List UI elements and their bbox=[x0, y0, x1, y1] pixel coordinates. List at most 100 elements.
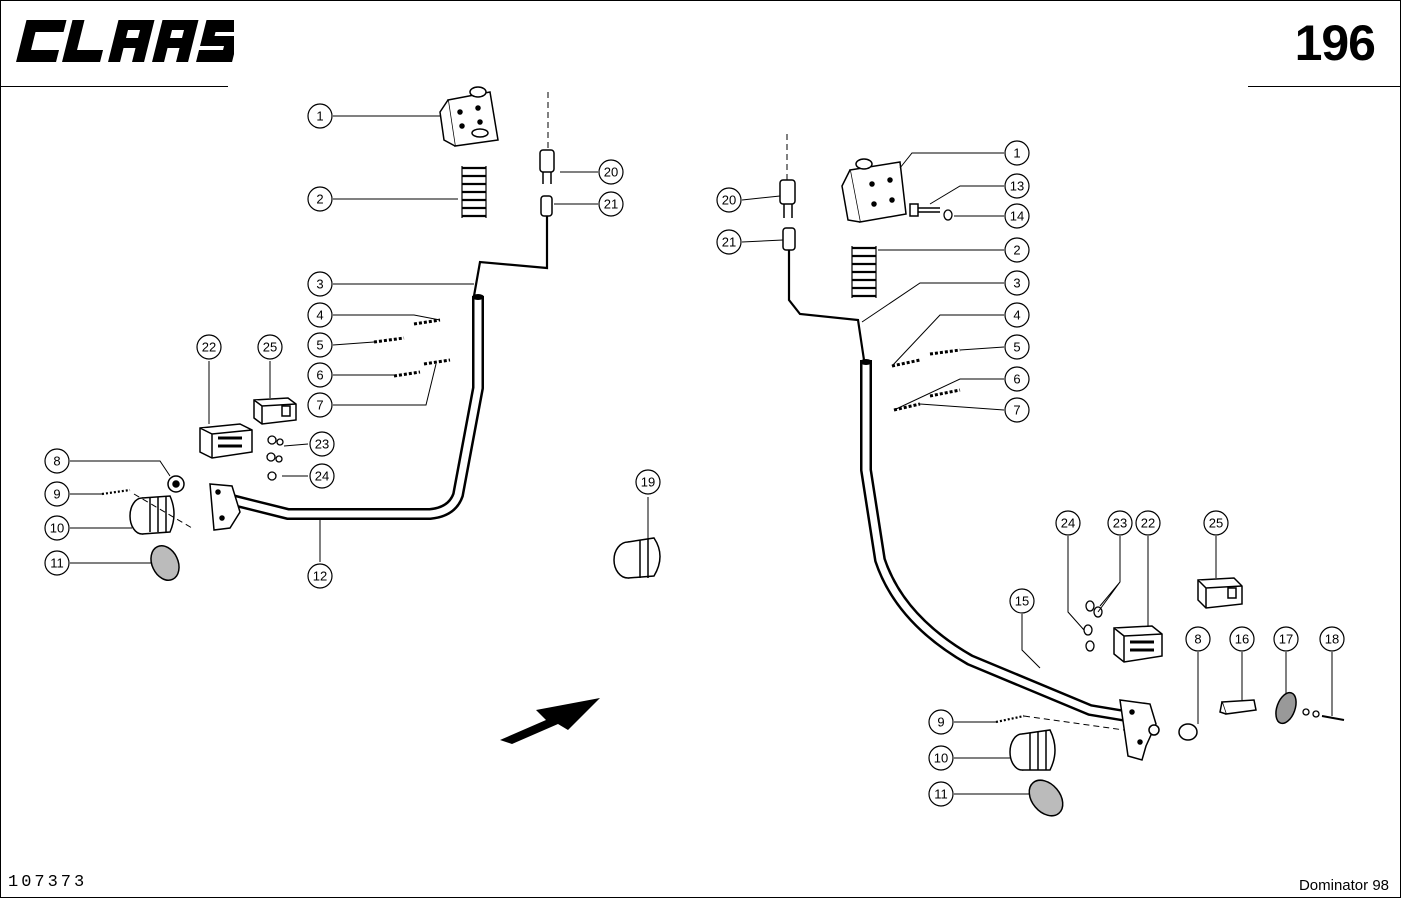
svg-text:20: 20 bbox=[722, 193, 736, 208]
lamp-housing-part-10-right bbox=[1009, 729, 1056, 771]
svg-text:5: 5 bbox=[316, 338, 323, 353]
bracket-part-1-left bbox=[439, 86, 499, 147]
model-label: Dominator 98 bbox=[1298, 877, 1389, 894]
screw-part-18-right bbox=[1302, 708, 1345, 721]
callout-8-left[interactable]: 8 bbox=[44, 448, 70, 474]
callout-1-right[interactable]: 1 bbox=[1004, 140, 1030, 166]
svg-text:21: 21 bbox=[722, 235, 736, 250]
svg-text:1: 1 bbox=[1013, 146, 1020, 161]
sleeve-part-21-left bbox=[540, 195, 553, 217]
lens-part-11-left bbox=[150, 545, 180, 581]
callout-9-left[interactable]: 9 bbox=[44, 481, 70, 507]
svg-text:23: 23 bbox=[1113, 516, 1127, 531]
callout-3-right[interactable]: 3 bbox=[1004, 270, 1030, 296]
callout-10-left[interactable]: 10 bbox=[44, 515, 70, 541]
callout-14-right[interactable]: 14 bbox=[1004, 203, 1030, 229]
svg-text:13: 13 bbox=[1010, 179, 1024, 194]
svg-text:4: 4 bbox=[316, 308, 323, 323]
callout-13-right[interactable]: 13 bbox=[1004, 173, 1030, 199]
callout-11-left[interactable]: 11 bbox=[44, 550, 70, 576]
callout-7-right[interactable]: 7 bbox=[1004, 397, 1030, 423]
callout-7-left[interactable]: 7 bbox=[307, 392, 333, 418]
callout-22-right[interactable]: 22 bbox=[1135, 510, 1161, 536]
callout-11-right[interactable]: 11 bbox=[928, 781, 954, 807]
callout-10-right[interactable]: 10 bbox=[928, 745, 954, 771]
callout-18-right[interactable]: 18 bbox=[1319, 626, 1345, 652]
callouts-left: 1 2 3 4 5 6 7 8 9 10 11 12 19 20 21 22 2… bbox=[44, 103, 661, 589]
callout-8-right[interactable]: 8 bbox=[1185, 626, 1211, 652]
bracket-part-1-right bbox=[841, 158, 907, 223]
leader-lines-left bbox=[70, 115, 649, 564]
svg-text:6: 6 bbox=[1013, 372, 1020, 387]
callout-16-right[interactable]: 16 bbox=[1229, 626, 1255, 652]
svg-text:10: 10 bbox=[50, 521, 64, 536]
reflector-part-17-right bbox=[1275, 691, 1297, 725]
callout-24-left[interactable]: 24 bbox=[309, 463, 335, 489]
header-rule-right bbox=[1248, 86, 1401, 87]
callout-21-right[interactable]: 21 bbox=[716, 229, 742, 255]
callout-9-right[interactable]: 9 bbox=[928, 709, 954, 735]
svg-text:11: 11 bbox=[50, 556, 64, 571]
svg-text:9: 9 bbox=[53, 487, 60, 502]
cap-part-8-right bbox=[1178, 723, 1198, 741]
svg-text:15: 15 bbox=[1015, 594, 1029, 609]
svg-text:11: 11 bbox=[934, 787, 948, 802]
callout-17-right[interactable]: 17 bbox=[1273, 626, 1299, 652]
svg-text:19: 19 bbox=[641, 475, 655, 490]
fuse-box-part-25-left bbox=[253, 397, 297, 425]
callout-5-left[interactable]: 5 bbox=[307, 332, 333, 358]
screw-part-13-right bbox=[909, 203, 940, 217]
svg-text:22: 22 bbox=[1141, 516, 1155, 531]
callout-23-left[interactable]: 23 bbox=[309, 431, 335, 457]
callout-24-right[interactable]: 24 bbox=[1055, 510, 1081, 536]
callout-20-left[interactable]: 20 bbox=[598, 159, 624, 185]
callout-6-right[interactable]: 6 bbox=[1004, 366, 1030, 392]
callouts-right: 1 2 3 4 5 6 7 8 9 10 11 13 14 15 16 17 1… bbox=[716, 140, 1345, 807]
bulbs-left bbox=[266, 435, 284, 481]
svg-text:8: 8 bbox=[53, 454, 60, 469]
callout-2-left[interactable]: 2 bbox=[307, 186, 333, 212]
pipe-part-15-right bbox=[860, 360, 1127, 722]
svg-text:22: 22 bbox=[202, 340, 216, 355]
svg-text:16: 16 bbox=[1235, 632, 1249, 647]
relay-box-part-22-left bbox=[199, 423, 253, 459]
relay-box-part-22-right bbox=[1113, 625, 1163, 663]
svg-text:6: 6 bbox=[316, 368, 323, 383]
leader-lines-right bbox=[741, 152, 1333, 795]
callout-3-left[interactable]: 3 bbox=[307, 271, 333, 297]
sleeve-part-21-right bbox=[782, 227, 796, 251]
callout-15-right[interactable]: 15 bbox=[1009, 588, 1035, 614]
clip-part-16-right bbox=[1219, 699, 1257, 715]
callout-25-right[interactable]: 25 bbox=[1203, 510, 1229, 536]
callout-19[interactable]: 19 bbox=[635, 469, 661, 495]
callout-21-left[interactable]: 21 bbox=[598, 191, 624, 217]
svg-text:5: 5 bbox=[1013, 340, 1020, 355]
callout-20-right[interactable]: 20 bbox=[716, 187, 742, 213]
callout-4-left[interactable]: 4 bbox=[307, 302, 333, 328]
callout-2-right[interactable]: 2 bbox=[1004, 237, 1030, 263]
svg-text:18: 18 bbox=[1325, 632, 1339, 647]
direction-arrow bbox=[500, 698, 600, 744]
spring-part-2-left bbox=[461, 166, 487, 218]
left-assembly bbox=[70, 86, 661, 744]
wire-right bbox=[787, 250, 866, 361]
svg-text:21: 21 bbox=[604, 197, 618, 212]
callout-22-left[interactable]: 22 bbox=[196, 334, 222, 360]
callout-25-left[interactable]: 25 bbox=[257, 334, 283, 360]
callout-6-left[interactable]: 6 bbox=[307, 362, 333, 388]
callout-12-left[interactable]: 12 bbox=[307, 563, 333, 589]
lens-part-11-right bbox=[1028, 779, 1064, 817]
callout-4-right[interactable]: 4 bbox=[1004, 302, 1030, 328]
svg-text:20: 20 bbox=[604, 165, 618, 180]
grommet-part-19 bbox=[613, 537, 661, 579]
callout-23-right[interactable]: 23 bbox=[1107, 510, 1133, 536]
svg-text:3: 3 bbox=[1013, 276, 1020, 291]
fuse-box-part-25-right bbox=[1197, 577, 1243, 609]
callout-5-right[interactable]: 5 bbox=[1004, 334, 1030, 360]
svg-text:12: 12 bbox=[313, 569, 327, 584]
svg-text:1: 1 bbox=[316, 109, 323, 124]
header-rule-left bbox=[0, 86, 228, 87]
callout-1-left[interactable]: 1 bbox=[307, 103, 333, 129]
claas-logo bbox=[16, 20, 234, 62]
